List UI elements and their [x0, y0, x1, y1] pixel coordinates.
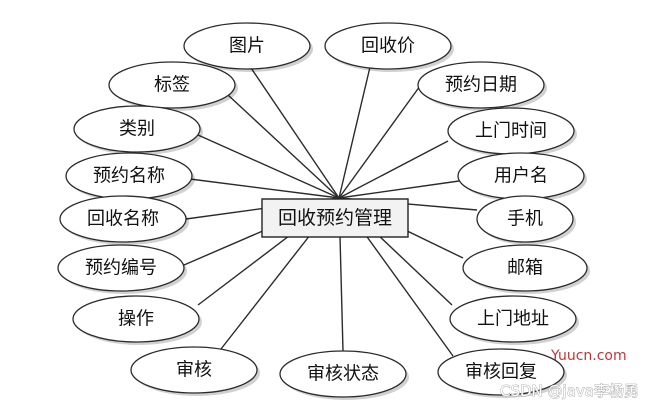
attribute-recycle-name: 回收名称	[59, 195, 189, 245]
attribute-review: 审核	[130, 346, 260, 396]
attribute-review-status: 审核状态	[279, 350, 409, 400]
attribute-label: 手机	[507, 209, 543, 230]
attribute-email: 邮箱	[462, 244, 590, 294]
site-watermark: Yuucn.com	[550, 348, 627, 364]
attribute-label: 审核	[176, 360, 212, 381]
entity-label: 回收预约管理	[278, 207, 392, 229]
attribute-ellipse	[476, 195, 574, 243]
credit-watermark: CSDN @java李杨勇	[500, 382, 639, 400]
attribute-category: 类别	[73, 105, 203, 155]
entity-node: 回收预约管理	[261, 198, 409, 238]
attribute-username: 用户名	[457, 152, 587, 202]
edge-username	[338, 180, 460, 199]
edge-recycle-price	[338, 66, 371, 199]
attribute-operation: 操作	[72, 295, 202, 345]
attribute-ellipse	[279, 350, 407, 398]
attribute-label: 回收价	[361, 36, 415, 57]
attribute-picture: 图片	[183, 22, 313, 72]
attribute-label: 图片	[229, 36, 265, 57]
attribute-ellipse	[183, 22, 311, 70]
attribute-label: 上门时间	[475, 121, 547, 142]
attribute-ellipse	[324, 22, 452, 70]
attribute-ellipse	[449, 295, 577, 343]
edge-category	[197, 134, 340, 199]
edge-picture	[246, 61, 340, 199]
attribute-label: 上门地址	[477, 309, 549, 330]
edge-appointment-date	[338, 85, 421, 199]
attribute-appointment-number: 预约编号	[57, 244, 187, 294]
attribute-label: 标签	[154, 75, 190, 96]
attribute-appointment-name: 预约名称	[65, 152, 195, 202]
attribute-ellipse	[57, 244, 185, 292]
edge-visit-time	[338, 140, 449, 199]
attribute-ellipse	[108, 61, 236, 109]
attribute-ellipse	[462, 244, 588, 292]
attribute-ellipse	[437, 348, 565, 396]
attribute-label: 预约名称	[93, 166, 165, 187]
attribute-ellipse	[73, 105, 201, 153]
attribute-phone: 手机	[476, 195, 576, 245]
attribute-ellipse	[72, 295, 200, 343]
edge-tag	[227, 94, 340, 199]
attribute-ellipse	[59, 195, 187, 243]
attribute-label: 预约编号	[85, 258, 157, 279]
attribute-label: 审核回复	[465, 362, 537, 383]
entity-box	[261, 198, 409, 238]
attribute-tag: 标签	[108, 61, 238, 111]
attribute-label: 审核状态	[307, 364, 379, 385]
attribute-ellipse	[417, 61, 545, 109]
attribute-recycle-price: 回收价	[324, 22, 454, 72]
attribute-appointment-date: 预约日期	[417, 61, 547, 111]
attribute-label: 用户名	[494, 166, 548, 187]
attribute-visit-address: 上门地址	[449, 295, 579, 345]
attribute-label: 操作	[118, 309, 154, 330]
attribute-label: 邮箱	[507, 258, 543, 279]
attribute-visit-time: 上门时间	[447, 107, 577, 157]
attribute-ellipse	[130, 346, 258, 394]
edge-appointment-name	[189, 178, 340, 199]
attribute-review-reply: 审核回复	[437, 348, 567, 398]
attribute-label: 预约日期	[445, 75, 517, 96]
attribute-label: 回收名称	[87, 209, 159, 230]
attribute-label: 类别	[119, 119, 155, 140]
